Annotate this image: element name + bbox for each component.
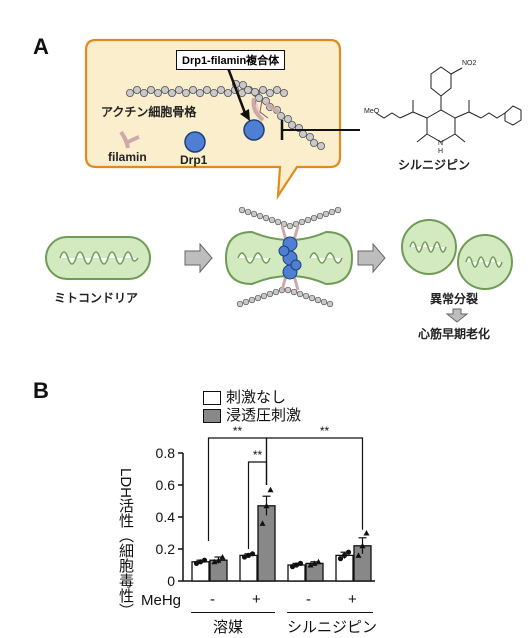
drug-label: シルニジピン: [398, 158, 471, 172]
y-tick-label: 0: [167, 573, 175, 589]
data-point: [355, 552, 362, 558]
data-point: [259, 520, 266, 526]
complex-arrow-line: [226, 67, 247, 114]
data-point: [245, 552, 252, 559]
mehg-label: MeHg: [141, 592, 182, 609]
panel-a-letter: A: [33, 34, 49, 59]
drp1-ring: [278, 236, 302, 280]
cilnidipine-structure: [375, 66, 522, 143]
data-point: [297, 560, 304, 567]
y-tick-label: 0.2: [156, 541, 176, 557]
data-point: [289, 564, 296, 570]
mitochondrion-fragment-1: [401, 219, 457, 275]
bar: [257, 505, 276, 582]
data-point: [293, 562, 300, 568]
data-point: [359, 542, 366, 549]
drp1-in-complex: [243, 119, 265, 141]
panel-b-letter: B: [33, 378, 49, 403]
h-label: H: [438, 148, 444, 155]
data-point: [315, 558, 322, 565]
mehg-value-4: +: [348, 591, 357, 608]
legend-swatch-osmotic: [203, 409, 221, 423]
drp1-label: Drp1: [180, 153, 208, 167]
bar: [239, 554, 258, 582]
legend-label-osmotic: 浸透圧刺激: [226, 407, 302, 424]
y-tick-label: 0.8: [156, 445, 176, 461]
actin-filament-horizontal: [126, 86, 288, 98]
complex-label: Drp1-filamin複合体: [176, 50, 286, 70]
data-point: [337, 556, 344, 562]
data-point: [363, 530, 370, 536]
data-point: [219, 554, 226, 560]
nitro-label: NO2: [462, 60, 477, 67]
significance-label: **: [253, 448, 263, 462]
data-point: [263, 502, 270, 509]
significance-bracket: [265, 437, 364, 530]
mito-label: ミトコンドリア: [54, 291, 139, 305]
actin-crossing-bottom: [236, 286, 334, 308]
data-point: [211, 558, 218, 565]
data-point: [341, 552, 348, 559]
callout-bubble: [84, 38, 342, 201]
mehg-value-2: +: [252, 591, 261, 608]
panel-a-diagram: [45, 38, 522, 323]
legend-swatch-unstimulated: [203, 391, 221, 405]
data-point: [241, 554, 248, 560]
data-point: [197, 559, 204, 565]
data-point: [249, 551, 256, 557]
group-bracket-cilnidipine: [287, 612, 373, 613]
arrow-to-fragments: [357, 242, 386, 274]
nh-label: N: [438, 140, 444, 147]
data-point: [345, 549, 352, 555]
mitochondrion-fragment-2: [457, 234, 513, 290]
actin-crossing-top: [238, 206, 342, 230]
y-axis-label-text: LDH活性（細胞毒性）: [117, 468, 134, 619]
fission-label: 異常分裂: [430, 292, 479, 306]
aging-label: 心筋早期老化: [418, 327, 491, 341]
mitochondrion-normal: [45, 236, 151, 280]
data-point: [307, 562, 314, 568]
group-label-vehicle: 溶媒: [213, 619, 244, 636]
drp1-legend-icon: [184, 131, 206, 153]
complex-arrow-head: [240, 109, 250, 121]
filamin-links-constriction: [280, 225, 300, 291]
legend-label-unstimulated: 刺激なし: [226, 389, 287, 406]
data-point: [311, 560, 318, 566]
y-tick-label: 0.4: [156, 509, 176, 525]
filamin-legend-icon: [119, 130, 140, 149]
mehg-value-1: -: [210, 591, 215, 608]
data-point: [201, 557, 208, 563]
arrow-to-fission: [184, 242, 213, 274]
significance-label: **: [233, 424, 243, 438]
group-label-cilnidipine: シルニジピン: [287, 619, 378, 636]
y-tick-label: 0.6: [156, 477, 176, 493]
actin-label: アクチン細胞骨格: [101, 105, 197, 119]
significance-label: **: [320, 424, 330, 438]
y-axis-label: LDH活性（細胞毒性）: [116, 468, 134, 618]
group-bracket-vehicle: [191, 612, 275, 613]
methoxy-label: MeO: [364, 108, 380, 115]
filamin-label: filamin: [108, 150, 147, 164]
data-point: [193, 560, 200, 567]
arrow-to-aging: [445, 308, 469, 323]
filamin-complex-shape: [251, 97, 281, 122]
data-point: [267, 486, 274, 493]
data-point: [215, 557, 222, 563]
mehg-value-3: -: [306, 591, 311, 608]
